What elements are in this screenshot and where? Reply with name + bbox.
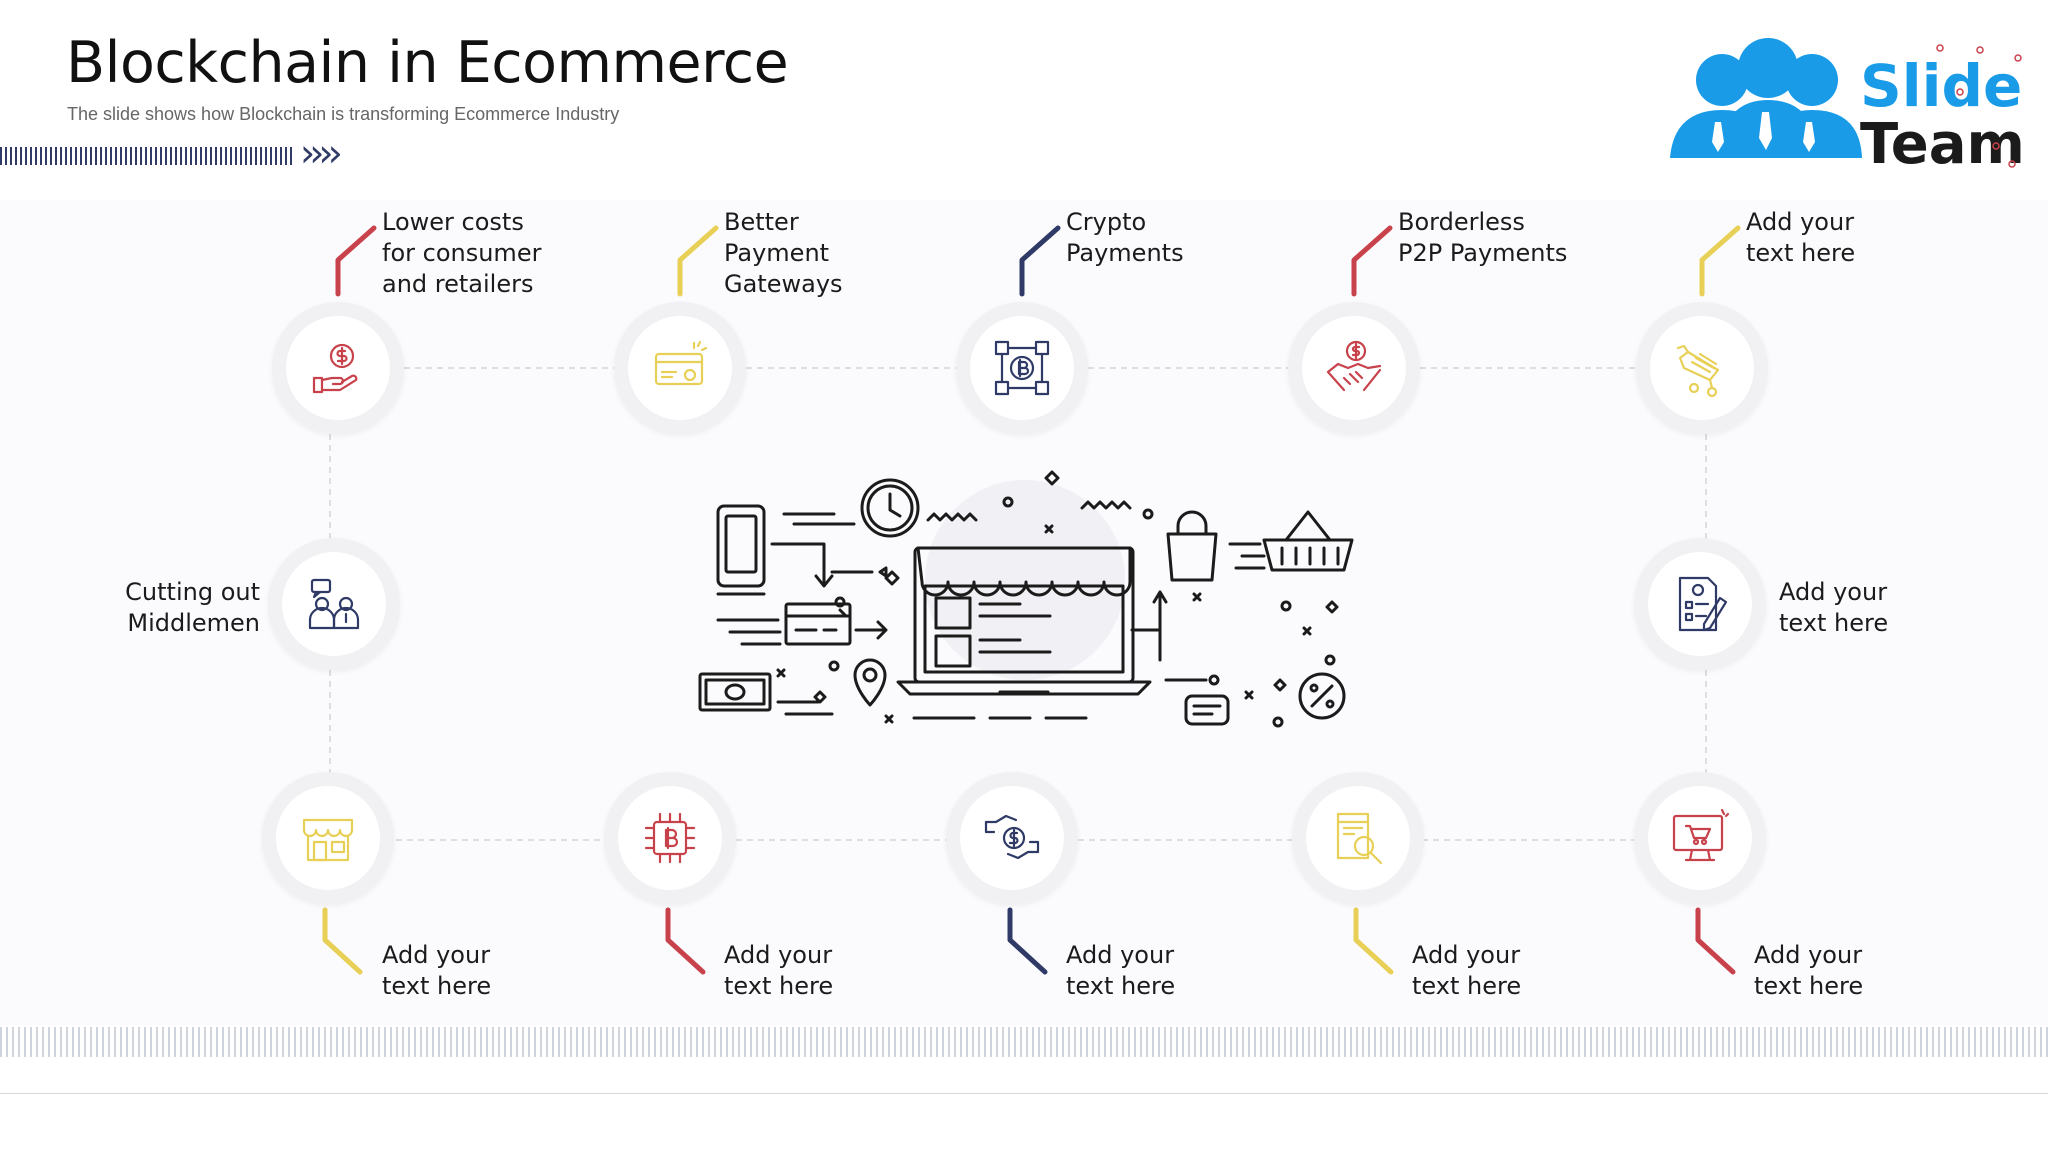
top-circle-1 bbox=[272, 302, 404, 434]
top-circle-5 bbox=[1636, 302, 1768, 434]
page-title: Blockchain in Ecommerce bbox=[66, 30, 789, 96]
ecommerce-laptop-illustration bbox=[698, 470, 1354, 728]
document-icon bbox=[1678, 576, 1728, 632]
bottom-circle-3 bbox=[946, 772, 1078, 904]
chat-icon bbox=[1184, 694, 1230, 726]
top-circle-4 bbox=[1288, 302, 1420, 434]
percent-icon bbox=[1298, 672, 1346, 720]
bottom-circle-1 bbox=[262, 772, 394, 904]
clock-icon bbox=[860, 478, 920, 538]
decorative-barcode bbox=[0, 147, 295, 165]
dollar-exchange-icon bbox=[984, 814, 1040, 860]
middle-circle-right bbox=[1634, 538, 1766, 670]
basket-icon bbox=[1262, 538, 1354, 572]
decorative-stripe bbox=[0, 1027, 2048, 1057]
middle-circle-left bbox=[268, 538, 400, 670]
footer-divider bbox=[0, 1093, 2048, 1094]
cart-icon bbox=[1676, 344, 1720, 398]
bottom-circle-5 bbox=[1634, 772, 1766, 904]
top-circle-3 bbox=[956, 302, 1088, 434]
blockchain-bitcoin-icon bbox=[994, 340, 1050, 396]
handshake-dollar-icon bbox=[1326, 340, 1382, 392]
payment-card-icon bbox=[654, 340, 708, 386]
people-icon bbox=[308, 578, 360, 630]
bitcoin-chip-icon bbox=[644, 812, 696, 864]
slideteam-logo: Slide Team bbox=[1670, 38, 2025, 177]
card-icon bbox=[784, 602, 852, 646]
cash-icon bbox=[698, 672, 772, 712]
bottom-circle-4 bbox=[1292, 772, 1424, 904]
store-icon bbox=[302, 818, 354, 862]
online-shop-icon bbox=[1672, 808, 1730, 862]
logo-text-team: Team bbox=[1860, 112, 2025, 177]
phone-icon bbox=[716, 504, 766, 588]
shopping-bag-icon bbox=[1166, 532, 1218, 582]
top-circle-2 bbox=[614, 302, 746, 434]
page-subtitle: The slide shows how Blockchain is transf… bbox=[67, 104, 620, 124]
chevron-right-icon: ›››› bbox=[300, 131, 343, 175]
location-pin-icon bbox=[853, 658, 887, 707]
logo-text-slide: Slide bbox=[1860, 52, 2022, 120]
dollar-hand-icon bbox=[312, 343, 358, 394]
store-search-icon bbox=[1336, 812, 1383, 865]
bottom-circle-2 bbox=[604, 772, 736, 904]
